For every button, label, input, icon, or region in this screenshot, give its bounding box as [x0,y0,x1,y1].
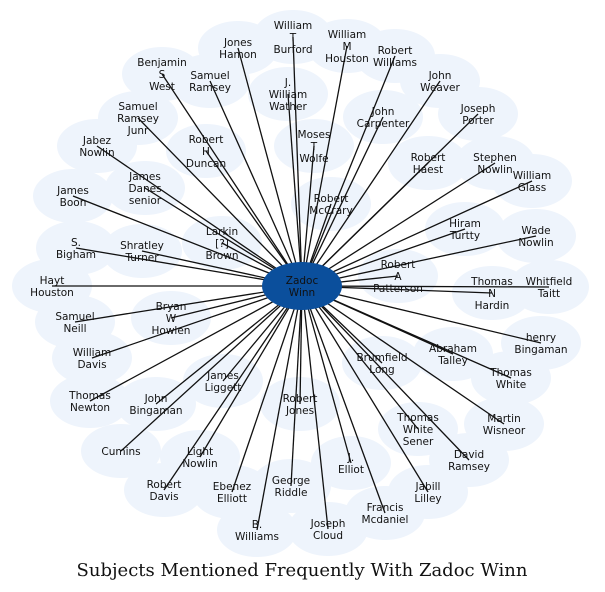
edge-stephen-nowlin [301,162,496,287]
edge-martin-wisneor [301,285,505,425]
edge-thomas-newton [89,285,303,402]
edge-david-ramsey [301,285,470,461]
edge-john-bingaman [155,285,303,405]
node-label-larkin-brown: Larkin[?]Brown [206,226,239,262]
edge-samuel-ramsey-junr [137,117,303,287]
edge-jabill-lilley [301,285,429,493]
edge-william-glass [301,180,533,287]
node-label-j-elliot: J.Elliot [338,452,364,476]
edge-robert-h-duncan [205,150,303,287]
edge-john-weaver [301,80,441,287]
edge-james-boon [72,195,303,287]
edge-cumins [120,285,303,452]
edge-j-william-wather [287,93,303,287]
diagram-title: Subjects Mentioned Frequently With Zadoc… [77,560,528,581]
edge-ebenez-elliott [231,285,303,493]
edge-j-elliot [301,285,352,464]
edge-light-nowlin [199,285,303,458]
edge-samuel-ramsey [209,80,303,287]
edge-henry-bingaman [301,285,542,344]
edge-william-t-burford [292,36,303,287]
edge-william-davis [91,285,303,359]
edges [52,36,550,531]
edge-robert-davis [163,285,303,491]
edge-whitfield-taitt [301,285,550,288]
edge-wade-nowlin [301,235,537,287]
edge-b-williams [256,285,303,531]
edge-george-riddle [290,285,303,487]
edge-thomas-white [301,285,512,379]
edge-william-m-houston [301,45,348,287]
center-node-ellipse [262,262,342,310]
edge-joseph-cloud [301,285,329,530]
edge-robert-haest [301,162,429,287]
edge-benjamin-s-west [161,73,303,287]
edge-francis-mcdaniel [301,285,386,514]
node-label-s-bigham: S.Bigham [56,237,96,261]
edge-robert-williams [301,55,396,287]
edge-john-carpenter [301,116,384,287]
edge-thomas-white-sener [301,285,419,430]
edge-jabez-nowlin [96,145,303,287]
node-label-b-williams: B.Williams [235,519,279,543]
node-label-cumins: Cumins [101,446,140,458]
edge-jones-hamon [237,47,303,287]
